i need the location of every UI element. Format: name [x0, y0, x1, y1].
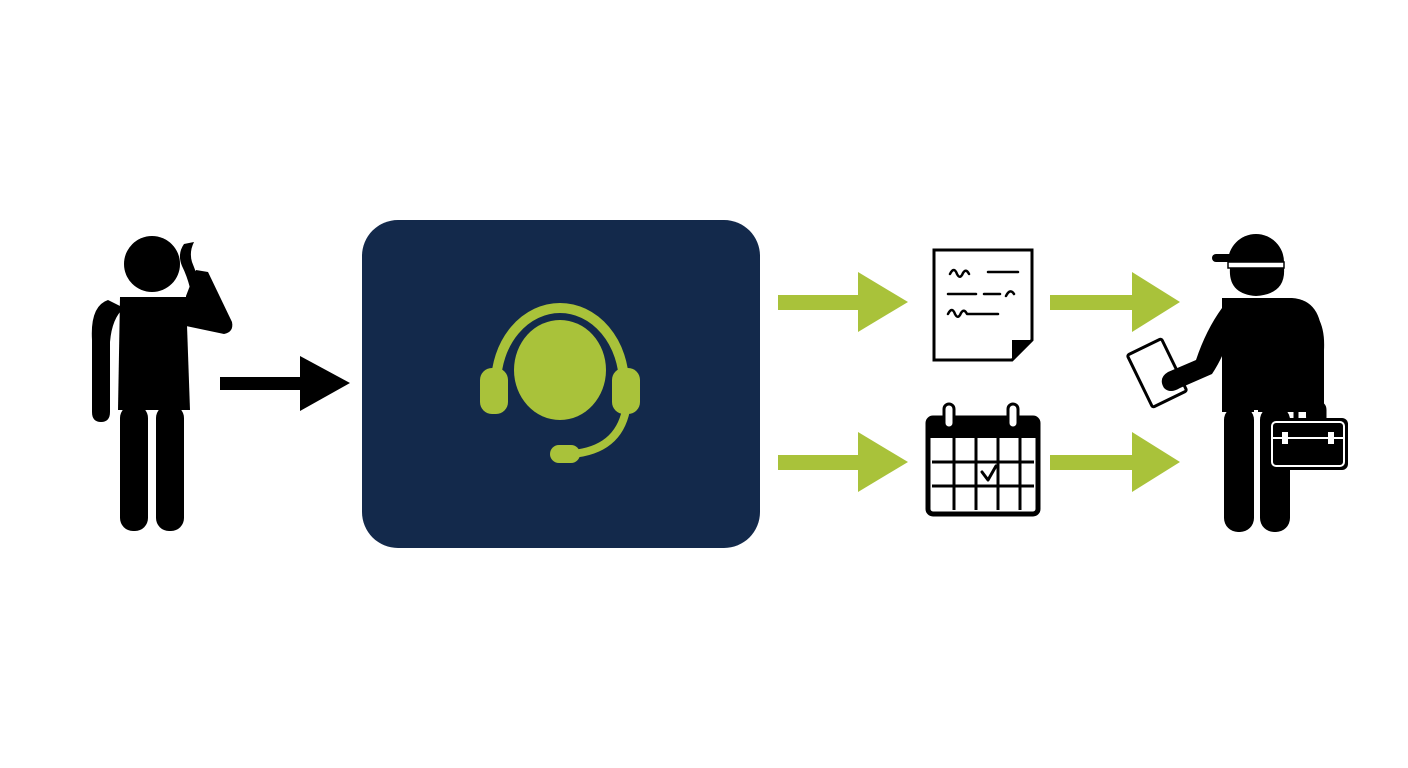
toolbox-icon	[1268, 401, 1348, 470]
checkmark-icon	[980, 464, 998, 482]
arrow-support-to-schedule	[778, 432, 908, 492]
document-icon	[932, 248, 1034, 362]
headset-agent-icon	[480, 303, 640, 463]
arrow-caller-to-support	[220, 356, 350, 411]
technician-with-toolbox-icon	[1126, 234, 1348, 532]
support-agent-panel	[362, 220, 760, 548]
arrow-schedule-to-technician	[1050, 432, 1180, 492]
arrow-support-to-work-order	[778, 272, 908, 332]
person-on-phone-icon	[91, 236, 233, 531]
calendar-check-icon	[925, 402, 1041, 517]
arrow-work-order-to-technician	[1050, 272, 1180, 332]
